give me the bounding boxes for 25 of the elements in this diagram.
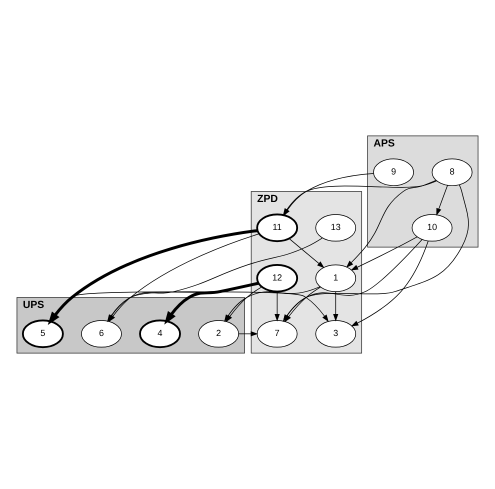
- node-ellipse: 5: [22, 320, 64, 348]
- node-ellipse: 3: [315, 320, 356, 348]
- node-ellipse: 9: [373, 158, 414, 186]
- node-ellipse: 7: [256, 320, 298, 348]
- arrow: [350, 240, 429, 326]
- arrow: [350, 236, 418, 270]
- arrow: [284, 286, 321, 322]
- node-ellipse: 11: [256, 214, 298, 242]
- arrow: [164, 282, 259, 325]
- arrow: [333, 291, 338, 322]
- node-ellipse: 13: [315, 214, 356, 242]
- arrow: [346, 180, 436, 268]
- node-ellipse: 8: [432, 158, 472, 186]
- node-ellipse: 6: [81, 320, 122, 348]
- node-ellipse: 4: [139, 320, 181, 348]
- arrow: [282, 239, 422, 322]
- arrow: [48, 229, 258, 326]
- node-ellipse: 10: [412, 214, 452, 242]
- arrow: [436, 184, 448, 216]
- node-ellipse: 1: [315, 264, 356, 292]
- node-ellipse: 2: [198, 320, 239, 348]
- arrow: [238, 331, 258, 336]
- node-ellipse: 12: [256, 264, 298, 292]
- arrow: [288, 238, 324, 268]
- arrow: [274, 291, 280, 322]
